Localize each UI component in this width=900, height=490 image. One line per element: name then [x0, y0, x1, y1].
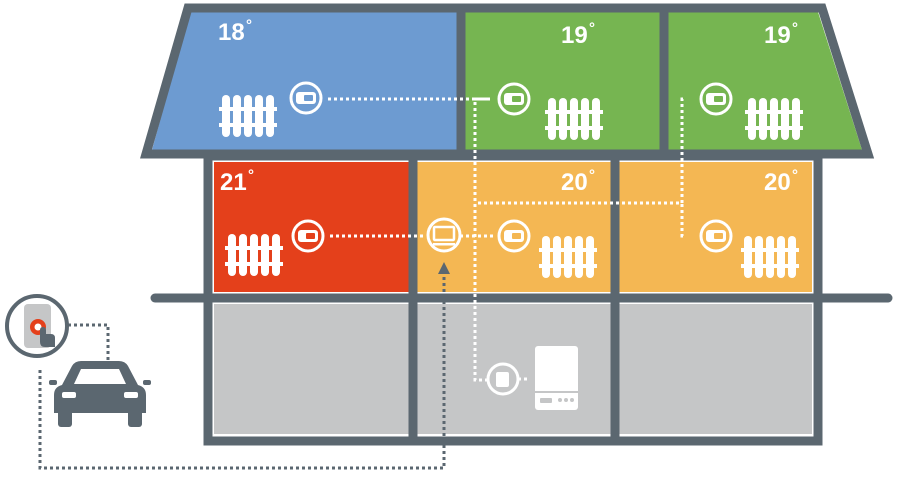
radiator-icon	[545, 98, 603, 140]
control-unit-icon	[426, 217, 462, 253]
temp-floor-middle: 20	[561, 169, 588, 196]
room-attic-right	[668, 12, 862, 150]
temp-floor-right: 20	[764, 169, 791, 196]
radiator-icon	[741, 236, 799, 278]
wireless-links	[328, 97, 684, 382]
smartphone-touch-icon	[5, 294, 69, 358]
degree-attic-left: °	[246, 17, 252, 34]
temp-attic-left: 18	[218, 19, 245, 46]
room-basement-right	[619, 304, 812, 434]
radiator-icon	[225, 234, 283, 276]
radiator-icon	[745, 98, 803, 140]
temp-attic-middle: 19	[561, 22, 588, 49]
remote-link	[38, 262, 450, 470]
degree-floor-middle: °	[589, 167, 595, 184]
degree-floor-left: °	[248, 167, 254, 184]
temp-attic-right: 19	[764, 22, 791, 49]
radiator-icon	[219, 95, 277, 137]
degree-attic-middle: °	[589, 20, 595, 37]
room-basement-left	[214, 304, 410, 434]
degree-attic-right: °	[792, 20, 798, 37]
room-attic-left	[152, 12, 457, 150]
boiler-icon	[535, 346, 578, 410]
temp-floor-left: 21	[220, 169, 247, 196]
radiator-icon	[539, 236, 597, 278]
degree-floor-right: °	[792, 167, 798, 184]
car-icon	[49, 361, 151, 427]
